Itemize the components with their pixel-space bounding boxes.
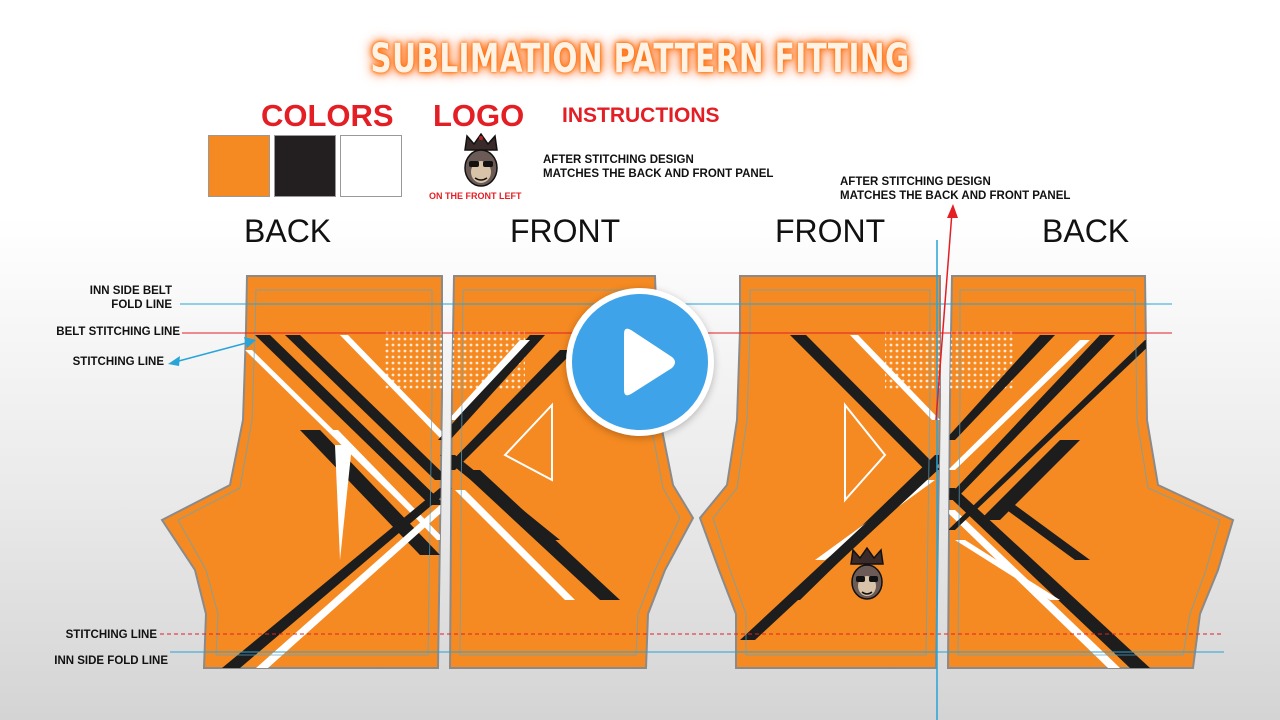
page-title: SUBLIMATION PATTERN FITTING (370, 36, 910, 82)
side-label-belt-stitching: BELT STITCHING LINE (56, 326, 180, 338)
match-arrow (935, 204, 958, 421)
instructions-heading: INSTRUCTIONS (562, 104, 720, 127)
crowned-monkey-logo-icon (464, 132, 498, 187)
instruction-note-1-line-2: MATCHES THE BACK AND FRONT PANEL (543, 168, 774, 180)
panel-label-back-right: BACK (1042, 213, 1130, 249)
panel-label-front-left: FRONT (510, 213, 621, 249)
color-swatch-orange (208, 135, 270, 197)
front-logo-icon (850, 546, 884, 600)
panel-label-front-right: FRONT (775, 213, 886, 249)
instruction-note-1-line-1: AFTER STITCHING DESIGN (543, 154, 694, 166)
play-icon (624, 328, 675, 396)
pattern-pair-left (160, 275, 695, 669)
instruction-note-2-line-2: MATCHES THE BACK AND FRONT PANEL (840, 190, 1071, 202)
panel-back-right (946, 275, 1235, 669)
side-label-stitching-top: STITCHING LINE (72, 356, 164, 368)
belt-fold-line-2: FOLD LINE (111, 299, 172, 311)
instruction-note-1: AFTER STITCHING DESIGN MATCHES THE BACK … (543, 153, 773, 181)
belt-fold-line-1: INN SIDE BELT (89, 285, 172, 297)
logo-heading: LOGO (433, 98, 525, 133)
play-button[interactable] (566, 288, 714, 436)
side-label-inn-side-fold: INN SIDE FOLD LINE (54, 655, 168, 667)
instruction-note-2: AFTER STITCHING DESIGN MATCHES THE BACK … (840, 175, 1070, 203)
stitching-arrow (168, 337, 256, 366)
panel-label-back-left: BACK (244, 213, 332, 249)
color-swatch-white (340, 135, 402, 197)
color-swatch-black (274, 135, 336, 197)
side-label-stitching-bottom: STITCHING LINE (65, 629, 157, 641)
colors-heading: COLORS (261, 98, 394, 133)
pattern-pair-right (698, 275, 1235, 669)
side-label-belt-fold: INN SIDE BELT FOLD LINE (60, 284, 172, 312)
logo-caption: ON THE FRONT LEFT (429, 191, 522, 201)
instruction-note-2-line-1: AFTER STITCHING DESIGN (840, 176, 991, 188)
